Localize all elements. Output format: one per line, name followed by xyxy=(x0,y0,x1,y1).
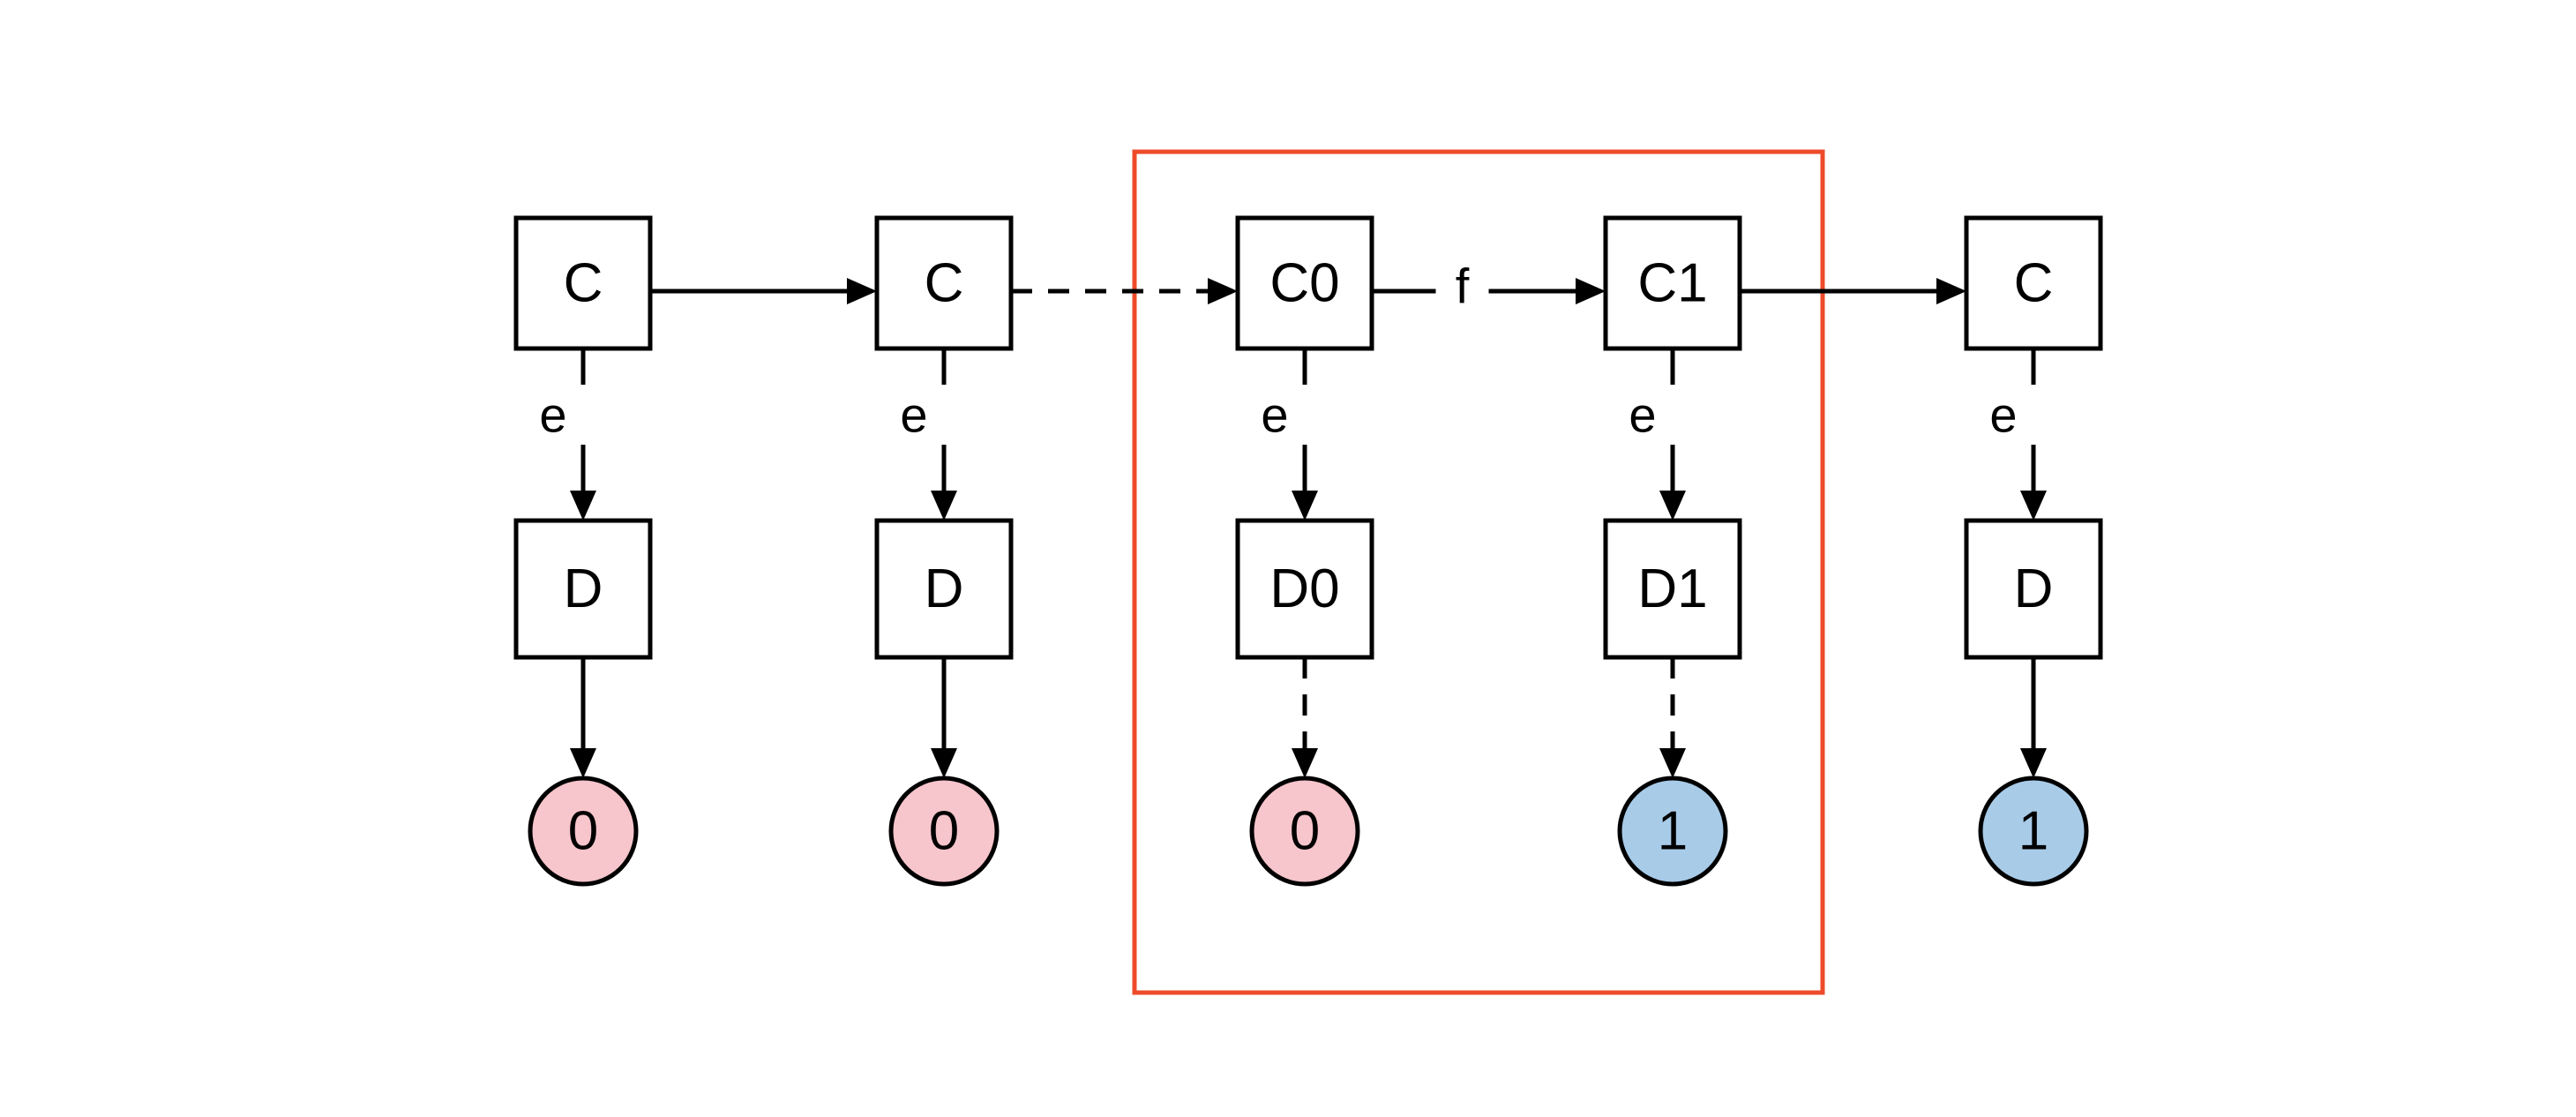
edge-label-e-col-4: e xyxy=(1629,387,1656,443)
edge-label-e-col-2: e xyxy=(900,387,927,443)
highlight-layer xyxy=(1132,149,1825,995)
node-circle-col-2[interactable] xyxy=(888,776,1000,887)
node-label-mid-col-5: D xyxy=(2014,558,2054,619)
node-circle-col-3[interactable] xyxy=(1249,776,1360,887)
node-circle-col-5[interactable] xyxy=(1978,776,2089,887)
node-d-col-2[interactable] xyxy=(874,518,1014,660)
arrowhead-h-edge-2 xyxy=(1208,278,1238,304)
edges-layer xyxy=(570,278,2047,778)
highlight-region xyxy=(1132,149,1825,995)
arrowhead-h-edge-4 xyxy=(1936,278,1966,304)
node-d1-col-4[interactable] xyxy=(1603,518,1742,660)
edge-label-h-edge-3: f xyxy=(1456,259,1470,314)
edge-label-e-col-1: e xyxy=(539,387,566,443)
arrowhead-mid-leaf-col-3 xyxy=(1292,748,1318,778)
node-label-top-col-5: C xyxy=(2014,253,2054,314)
arrowhead-top-mid-col-1 xyxy=(570,491,596,521)
arrowhead-h-edge-1 xyxy=(847,278,877,304)
arrowhead-top-mid-col-3 xyxy=(1292,491,1318,521)
node-c0-col-3[interactable] xyxy=(1235,215,1374,351)
node-label-mid-col-1: D xyxy=(564,558,603,619)
node-label-leaf-col-1: 0 xyxy=(568,801,598,862)
arrowhead-mid-leaf-col-5 xyxy=(2020,748,2047,778)
arrowhead-mid-leaf-col-2 xyxy=(931,748,957,778)
node-c-col-2[interactable] xyxy=(874,215,1014,351)
node-label-top-col-2: C xyxy=(925,253,964,314)
node-label-top-col-1: C xyxy=(564,253,603,314)
node-label-top-col-4: C1 xyxy=(1637,253,1707,314)
edge-label-e-col-3: e xyxy=(1261,387,1288,443)
node-label-leaf-col-3: 0 xyxy=(1290,801,1320,862)
node-c1-col-4[interactable] xyxy=(1603,215,1742,351)
node-circle-col-1[interactable] xyxy=(528,776,639,887)
node-label-top-col-3: C0 xyxy=(1269,253,1339,314)
node-c-col-1[interactable] xyxy=(513,215,653,351)
arrowhead-mid-leaf-col-4 xyxy=(1659,748,1686,778)
node-d-col-5[interactable] xyxy=(1964,518,2103,660)
nodes-layer xyxy=(513,215,2103,887)
node-circle-col-4[interactable] xyxy=(1617,776,1728,887)
node-label-mid-col-4: D1 xyxy=(1637,558,1707,619)
arrowhead-top-mid-col-4 xyxy=(1659,491,1686,521)
node-d-col-1[interactable] xyxy=(513,518,653,660)
node-label-leaf-col-5: 1 xyxy=(2018,801,2048,862)
arrowhead-mid-leaf-col-1 xyxy=(570,748,596,778)
node-label-leaf-col-4: 1 xyxy=(1658,801,1688,862)
node-c-col-5[interactable] xyxy=(1964,215,2103,351)
node-label-mid-col-3: D0 xyxy=(1269,558,1339,619)
node-label-mid-col-2: D xyxy=(925,558,964,619)
arrowhead-h-edge-3 xyxy=(1576,278,1606,304)
arrowhead-top-mid-col-5 xyxy=(2020,491,2047,521)
edge-label-e-col-5: e xyxy=(1989,387,2017,443)
arrowhead-top-mid-col-2 xyxy=(931,491,957,521)
node-d0-col-3[interactable] xyxy=(1235,518,1374,660)
node-label-leaf-col-2: 0 xyxy=(929,801,959,862)
